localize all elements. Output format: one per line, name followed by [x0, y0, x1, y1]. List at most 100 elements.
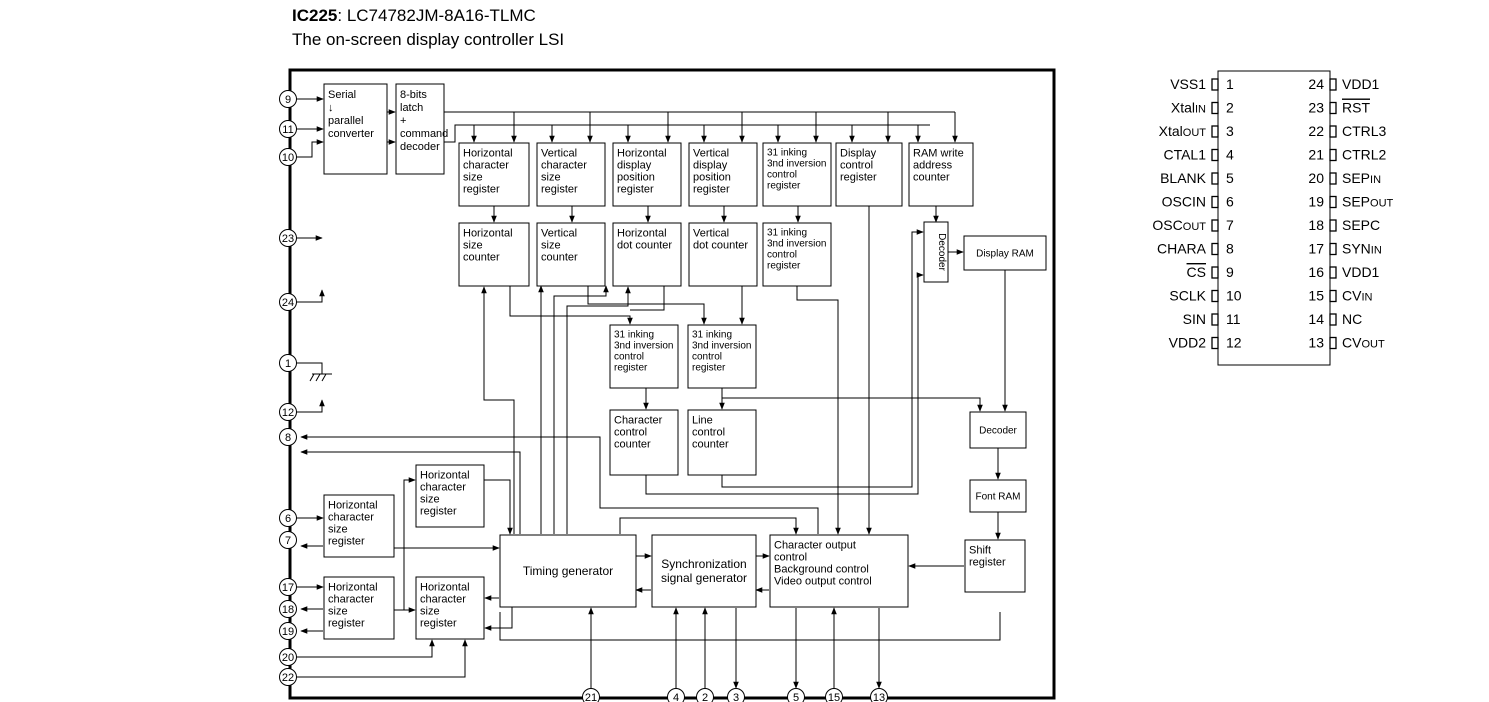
block-label: character [328, 511, 374, 523]
page-subtitle: The on-screen display controller LSI [292, 30, 565, 49]
pin-name: OSCIN [1162, 194, 1206, 210]
signal-line [300, 449, 521, 534]
block-label: size [328, 605, 348, 617]
block-label: Vertical [541, 227, 577, 239]
pin-name: CVIN [1342, 288, 1373, 304]
pin-19-marker: 19 [279, 622, 297, 640]
pin-number: 5 [793, 692, 799, 702]
pin-1-marker: 1 [279, 354, 297, 372]
pin-5-marker: 5 [787, 688, 805, 702]
block-label: register [328, 617, 365, 629]
block-label: decoder [400, 141, 440, 153]
signal-line [296, 639, 468, 678]
pin-17-marker: 17 [279, 578, 297, 596]
pin-number: 6 [285, 513, 291, 525]
block-label: Horizontal [420, 581, 470, 593]
pinout-right-row: 16 VDD1 [1308, 264, 1379, 280]
pin-number: 8 [1226, 241, 1234, 257]
block-label: size [463, 171, 483, 183]
pin-name: VDD1 [1342, 264, 1380, 280]
pin-lead [1211, 195, 1219, 209]
signal-line [321, 373, 327, 382]
pin-9-marker: 9 [279, 90, 297, 108]
signal-line [309, 373, 315, 382]
block-label: size [420, 493, 440, 505]
signal-line [796, 286, 841, 535]
block-label: counter [692, 438, 729, 450]
pin-lead [1329, 195, 1337, 209]
pin-lead [1211, 336, 1219, 350]
pin-number: 21 [1308, 147, 1324, 163]
block-label: 3nd inversion [767, 159, 826, 170]
block-label: 31 inking [692, 330, 732, 341]
block-label: register [767, 261, 801, 272]
signal-line [484, 607, 513, 631]
pin-number: 13 [873, 692, 885, 702]
decoder-right-block: Decoder [969, 411, 1027, 449]
pin-lead [1329, 219, 1337, 232]
page-title: IC225: LC74782JM-8A16-TLMC [292, 6, 536, 26]
pin-lead [1211, 101, 1219, 115]
block-label: Vertical [693, 227, 729, 239]
pin-number: 16 [1308, 264, 1324, 280]
pin-2-marker: 2 [696, 688, 714, 702]
signal-line [481, 286, 515, 534]
block-label: + [400, 115, 406, 127]
pin-number: 20 [282, 652, 294, 664]
pin-number: 17 [282, 582, 294, 594]
block-label: control [774, 551, 807, 563]
block-label: 3nd inversion [692, 341, 751, 352]
pin-10-marker: 10 [279, 148, 297, 166]
block-label: 31 inking [767, 228, 807, 239]
pin-number: 2 [1226, 100, 1234, 116]
pin-lead [1211, 313, 1219, 326]
signal-line [566, 286, 631, 534]
pin-number: 4 [673, 692, 679, 702]
block-label: character [420, 481, 466, 493]
pin-15-marker: 15 [825, 688, 843, 702]
pin-lead [1211, 219, 1219, 232]
block-label: Serial [328, 89, 356, 101]
pin-lead [1211, 266, 1219, 279]
pin-lead [1329, 101, 1337, 115]
block-label: character [463, 159, 509, 171]
block-label: size [541, 239, 561, 251]
block-label: Horizontal [463, 147, 513, 159]
pin-18-marker: 18 [279, 600, 297, 618]
pin-number: 18 [1308, 217, 1324, 233]
signal-line [296, 289, 325, 303]
pin-number: 22 [1308, 123, 1324, 139]
block-label: Horizontal [617, 227, 667, 239]
pin-lead [1329, 78, 1337, 91]
block-label: RAM write [913, 147, 964, 159]
block-label: register [767, 181, 801, 192]
block-label: Horizontal [420, 469, 470, 481]
block-label: Character output [774, 539, 856, 551]
block-label: display [617, 159, 652, 171]
block-label: register [463, 183, 500, 195]
block-label: register [541, 183, 578, 195]
pin-lead [1329, 266, 1337, 279]
block-label: Font RAM [975, 491, 1020, 502]
block-label: latch [400, 102, 423, 114]
pin-number: 19 [1308, 194, 1324, 210]
pin-11-marker: 11 [279, 120, 297, 138]
